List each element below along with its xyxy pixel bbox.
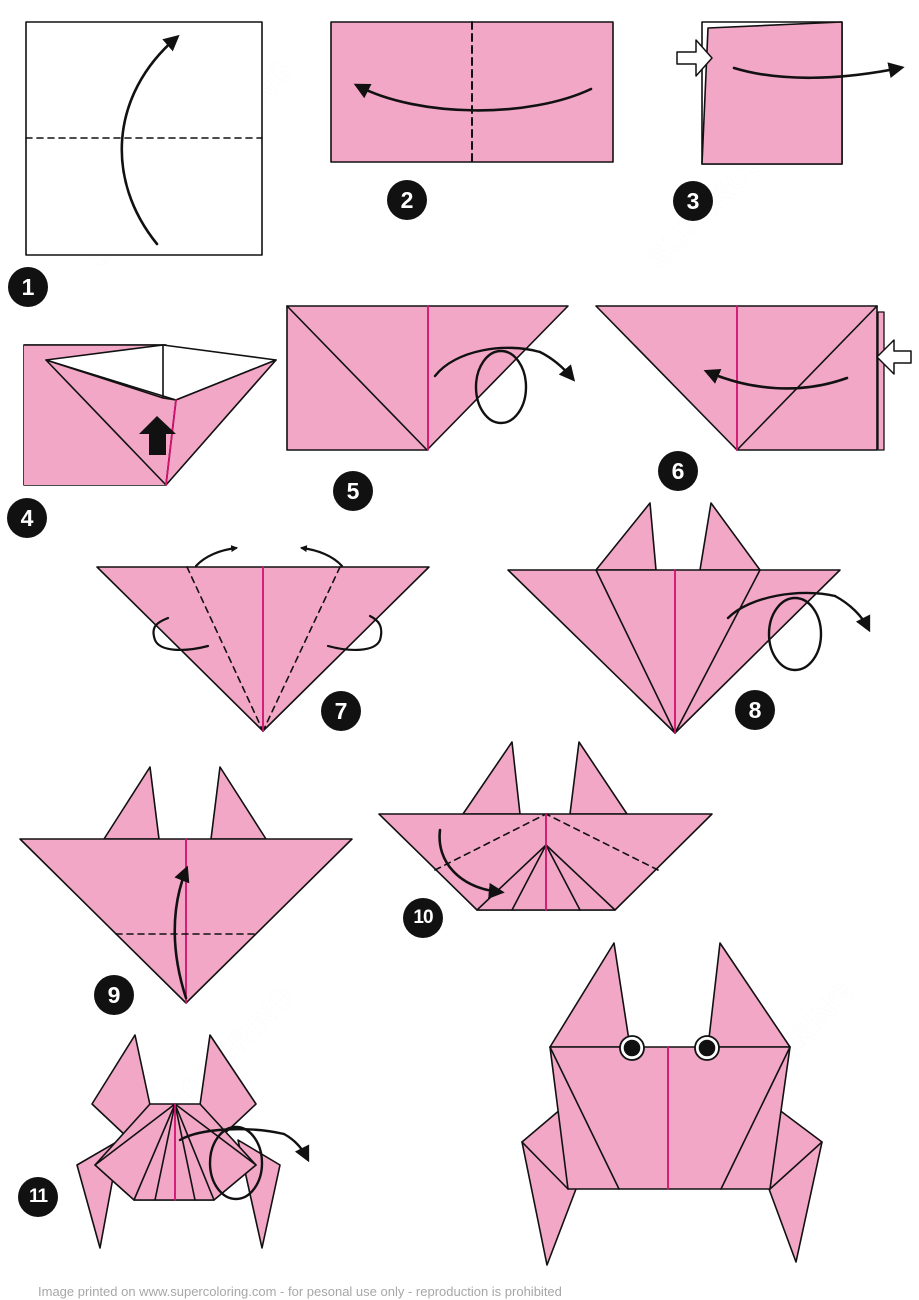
step-badge-7: 7 (321, 691, 361, 731)
step-2-diagram (330, 21, 614, 163)
push-arrow-icon (676, 39, 713, 77)
up-arrow-icon (139, 416, 176, 455)
step-9-diagram (19, 766, 353, 1004)
step-badge-10: 10 (403, 898, 443, 938)
step-3-diagram (676, 21, 905, 165)
step-badge-5: 5 (333, 471, 373, 511)
step-10-diagram (378, 741, 713, 911)
step-badge-9: 9 (94, 975, 134, 1015)
final-crab (521, 942, 823, 1266)
step-8-diagram (507, 502, 871, 734)
footer-notice: Image printed on www.supercoloring.com -… (38, 1284, 562, 1299)
step-badge-3: 3 (673, 181, 713, 221)
step-badge-11: 11 (18, 1177, 58, 1217)
step-badge-6: 6 (658, 451, 698, 491)
push-arrow-icon (876, 339, 912, 375)
step-badge-4: 4 (7, 498, 47, 538)
step-11-diagram (76, 1034, 310, 1249)
step-6-diagram (595, 305, 912, 451)
step-1-diagram (25, 21, 263, 256)
step-4-diagram (23, 344, 277, 486)
step-badge-8: 8 (735, 690, 775, 730)
step-5-diagram (286, 305, 576, 451)
step-badge-2: 2 (387, 180, 427, 220)
step-7-diagram (96, 545, 430, 732)
step-badge-1: 1 (8, 267, 48, 307)
